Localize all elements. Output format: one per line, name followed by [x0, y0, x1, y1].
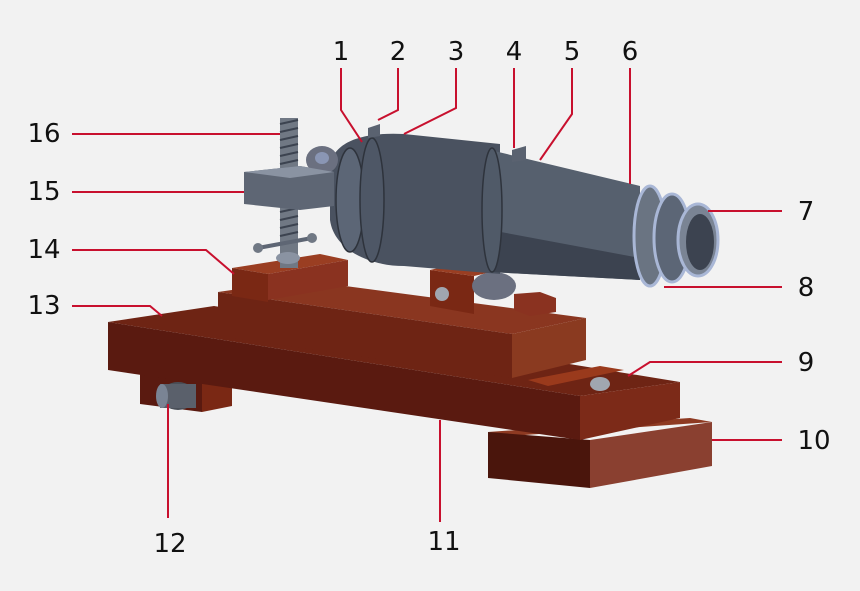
part-labels: 1 2 3 4 5 6 7 8 9 10 11 12 13 14 15 16: [27, 37, 830, 559]
label-16: 16: [27, 119, 60, 149]
leader-lines: [72, 68, 782, 522]
pivot-bolt: [590, 377, 610, 391]
label-10: 10: [797, 426, 830, 456]
bed-end: [580, 382, 680, 440]
bed-rail: [528, 366, 624, 386]
leader-9: [627, 361, 782, 377]
screw-threads: [279, 119, 299, 237]
leader-5: [539, 68, 573, 161]
muzzle-bore: [686, 214, 714, 270]
screw-handle: [257, 236, 313, 250]
screw-handle-knob-left: [253, 243, 263, 253]
label-8: 8: [798, 273, 815, 303]
screw-handle-knob-right: [307, 233, 317, 243]
leader-13: [72, 305, 163, 317]
trunnion-bolt: [435, 287, 449, 301]
cradle-top: [218, 280, 586, 334]
cheek-front: [430, 270, 474, 314]
riser-front: [232, 268, 268, 302]
rear-block-side: [590, 422, 712, 488]
riser-side: [268, 260, 348, 300]
label-15: 15: [27, 177, 60, 207]
barrel-shadow: [490, 230, 640, 280]
front-sight: [512, 146, 526, 162]
leader-1: [340, 68, 363, 143]
label-12: 12: [153, 529, 186, 559]
leader-2: [377, 68, 399, 121]
leader-3: [403, 68, 457, 135]
leader-14: [72, 249, 235, 275]
axle-roller-end: [156, 384, 168, 408]
label-1: 1: [333, 37, 350, 67]
cradle-side: [512, 318, 586, 378]
label-5: 5: [564, 37, 581, 67]
screw-nut: [244, 166, 334, 210]
ring-band-6: [481, 147, 503, 273]
wooden-carriage: [108, 254, 712, 488]
label-7: 7: [798, 197, 815, 227]
rear-block-front: [488, 432, 590, 488]
elevation-screw: [244, 118, 334, 268]
label-2: 2: [390, 37, 407, 67]
label-4: 4: [506, 37, 523, 67]
cannon-barrel: [306, 124, 720, 300]
label-9: 9: [798, 348, 815, 378]
trunnion: [472, 272, 516, 300]
bed-front: [108, 322, 580, 440]
label-3: 3: [448, 37, 465, 67]
label-6: 6: [622, 37, 639, 67]
ring-band-2: [359, 137, 385, 263]
rear-sight: [368, 124, 380, 138]
label-14: 14: [27, 235, 60, 265]
cheek-block-2: [514, 292, 556, 316]
label-11: 11: [427, 527, 460, 557]
screw-foot: [276, 252, 300, 264]
screw-nut-top: [244, 166, 334, 178]
label-13: 13: [27, 291, 60, 321]
cradle-front: [218, 292, 512, 378]
cascabel-hole: [315, 152, 329, 164]
